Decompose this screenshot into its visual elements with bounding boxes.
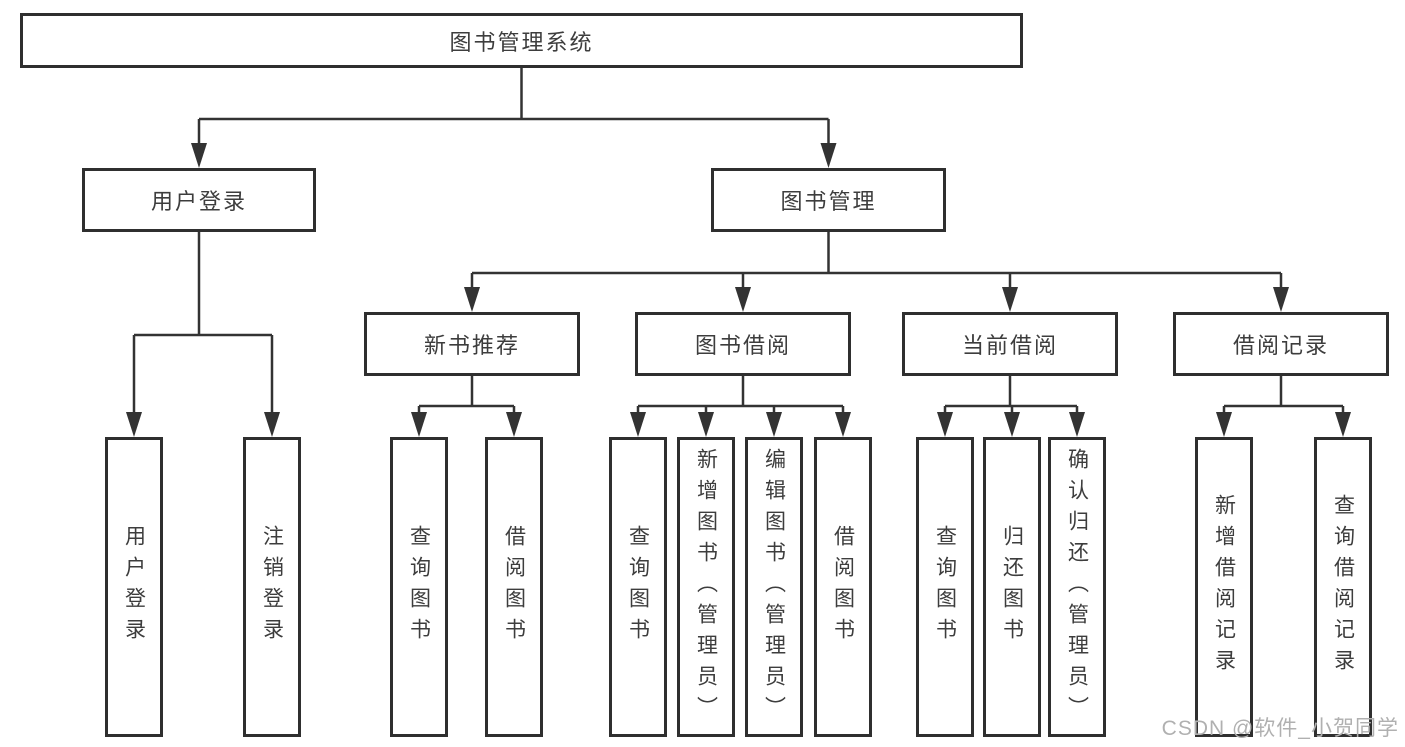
node-user-login: 用户登录: [82, 168, 316, 232]
node-leaf-query-books-current: 查询图书: [916, 437, 974, 737]
node-leaf-user-login: 用户登录: [105, 437, 163, 737]
node-leaf-query-books-borrow: 查询图书: [609, 437, 667, 737]
node-label: 新增借阅记录: [1212, 494, 1236, 680]
arrow-icon: [506, 412, 522, 437]
arrow-icon: [411, 412, 427, 437]
arrow-icon: [735, 287, 751, 312]
node-label: 用户登录: [122, 525, 146, 649]
arrow-icon: [1069, 412, 1085, 437]
node-label: 借阅图书: [502, 525, 526, 649]
arrow-icon: [630, 412, 646, 437]
node-label: 查询借阅记录: [1331, 494, 1355, 680]
connector-user-login-to-leaves: [132, 232, 274, 413]
arrow-icon: [1273, 287, 1289, 312]
arrow-icon: [1335, 412, 1351, 437]
connector-root-to-level2: [197, 68, 830, 144]
node-borrow-record: 借阅记录: [1173, 312, 1389, 376]
node-leaf-query-books-rec: 查询图书: [390, 437, 448, 737]
node-label: 新增图书（管理员）: [694, 447, 718, 727]
connector-current-borrow-to-leaves: [943, 376, 1079, 413]
node-label: 查询图书: [933, 525, 957, 649]
node-leaf-logout: 注销登录: [243, 437, 301, 737]
node-label: 查询图书: [626, 525, 650, 649]
node-label: 编辑图书（管理员）: [762, 447, 786, 727]
node-new-book-recommend: 新书推荐: [364, 312, 580, 376]
node-leaf-return-books: 归还图书: [983, 437, 1041, 737]
arrow-icon: [1216, 412, 1232, 437]
node-current-borrow: 当前借阅: [902, 312, 1118, 376]
node-leaf-borrow-books: 借阅图书: [814, 437, 872, 737]
node-label: 借阅图书: [831, 525, 855, 649]
node-leaf-borrow-books-rec: 借阅图书: [485, 437, 543, 737]
arrow-icon: [191, 143, 207, 168]
node-library-system: 图书管理系统: [20, 13, 1023, 68]
node-label: 归还图书: [1000, 525, 1024, 649]
node-leaf-query-borrow-record: 查询借阅记录: [1314, 437, 1372, 737]
connector-new-book-rec-to-leaves: [417, 376, 516, 413]
node-book-borrow: 图书借阅: [635, 312, 851, 376]
arrow-icon: [1004, 412, 1020, 437]
arrow-icon: [464, 287, 480, 312]
arrow-icon: [937, 412, 953, 437]
arrow-icon: [1002, 287, 1018, 312]
arrow-icon: [264, 412, 280, 437]
node-book-management: 图书管理: [711, 168, 946, 232]
node-leaf-edit-books-admin: 编辑图书（管理员）: [745, 437, 803, 737]
csdn-watermark: CSDN @软件_小贺同学: [1161, 717, 1399, 740]
arrow-icon: [820, 143, 837, 168]
node-leaf-confirm-return-admin: 确认归还（管理员）: [1048, 437, 1106, 737]
arrow-icon: [698, 412, 714, 437]
connector-book-mgmt-to-level3: [470, 232, 1283, 288]
arrowheads: [126, 143, 1351, 437]
connector-book-borrow-to-leaves: [636, 376, 845, 413]
node-label: 注销登录: [260, 525, 284, 649]
node-label: 查询图书: [407, 525, 431, 649]
node-leaf-add-books-admin: 新增图书（管理员）: [677, 437, 735, 737]
node-leaf-add-borrow-record: 新增借阅记录: [1195, 437, 1253, 737]
node-label: 确认归还（管理员）: [1065, 447, 1089, 727]
arrow-icon: [835, 412, 851, 437]
arrow-icon: [766, 412, 782, 437]
arrow-icon: [126, 412, 142, 437]
connector-borrow-record-to-leaves: [1222, 376, 1345, 413]
